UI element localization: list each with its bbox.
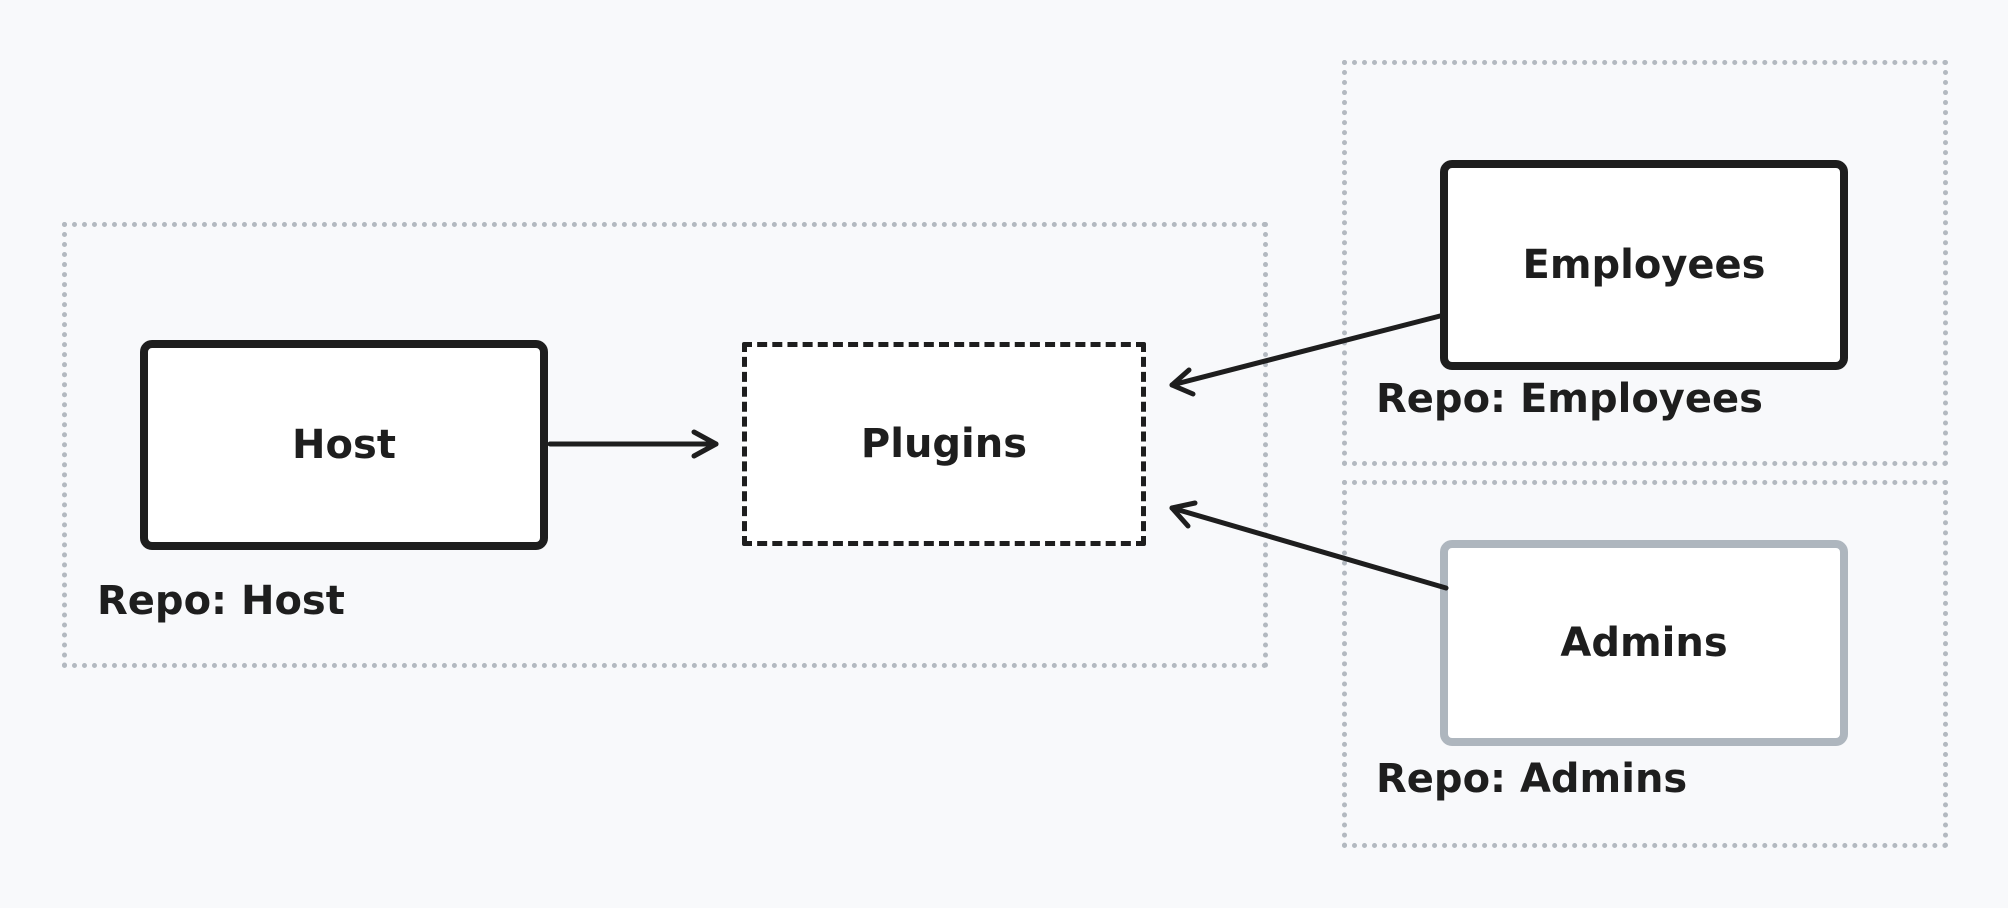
node-admins-label: Admins — [1560, 620, 1728, 666]
group-label-admins: Repo: Admins — [1376, 756, 1688, 802]
group-repo-host — [62, 222, 1268, 668]
group-label-host: Repo: Host — [97, 578, 345, 624]
group-repo-employees — [1342, 60, 1948, 466]
node-host[interactable]: Host — [140, 340, 548, 550]
node-plugins[interactable]: Plugins — [742, 342, 1146, 546]
group-repo-admins — [1342, 480, 1948, 848]
node-employees[interactable]: Employees — [1440, 160, 1848, 370]
group-label-employees: Repo: Employees — [1376, 376, 1763, 422]
node-admins[interactable]: Admins — [1440, 540, 1848, 746]
node-plugins-label: Plugins — [860, 421, 1028, 467]
node-employees-label: Employees — [1522, 242, 1766, 288]
node-host-label: Host — [292, 422, 396, 468]
